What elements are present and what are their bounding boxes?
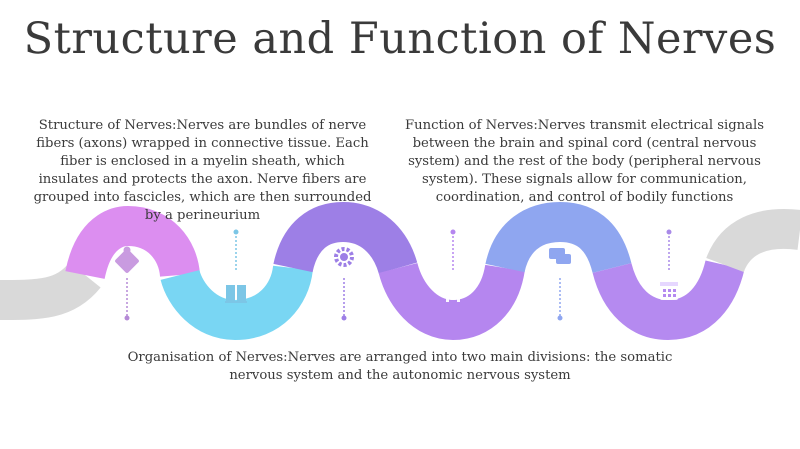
calendar-icon: [660, 282, 678, 300]
puzzle-icon: [115, 246, 139, 273]
gear-icon: [334, 247, 354, 267]
function-text: Function of Nerves:Nerves transmit elect…: [404, 118, 765, 205]
structure-text: Structure of Nerves:Nerves are bundles o…: [33, 118, 372, 223]
page-title: Structure and Function of Nerves: [23, 14, 777, 64]
wave-segment-grey-left: [0, 261, 101, 320]
organisation-text: Organisation of Nerves:Nerves are arrang…: [127, 350, 673, 383]
book-icon: [225, 285, 247, 303]
wave-segment-violet-2: [592, 259, 745, 341]
wave-segment-purple: [273, 201, 418, 275]
wave-segment-blue: [485, 201, 632, 274]
wave-segment-pink: [65, 205, 200, 280]
wave-segment-cyan: [160, 264, 313, 341]
chat-icon: [549, 248, 571, 264]
wave-segment-violet: [378, 262, 525, 341]
piggy-bank-icon: [440, 284, 464, 302]
wave-segment-grey-right: [706, 209, 800, 274]
